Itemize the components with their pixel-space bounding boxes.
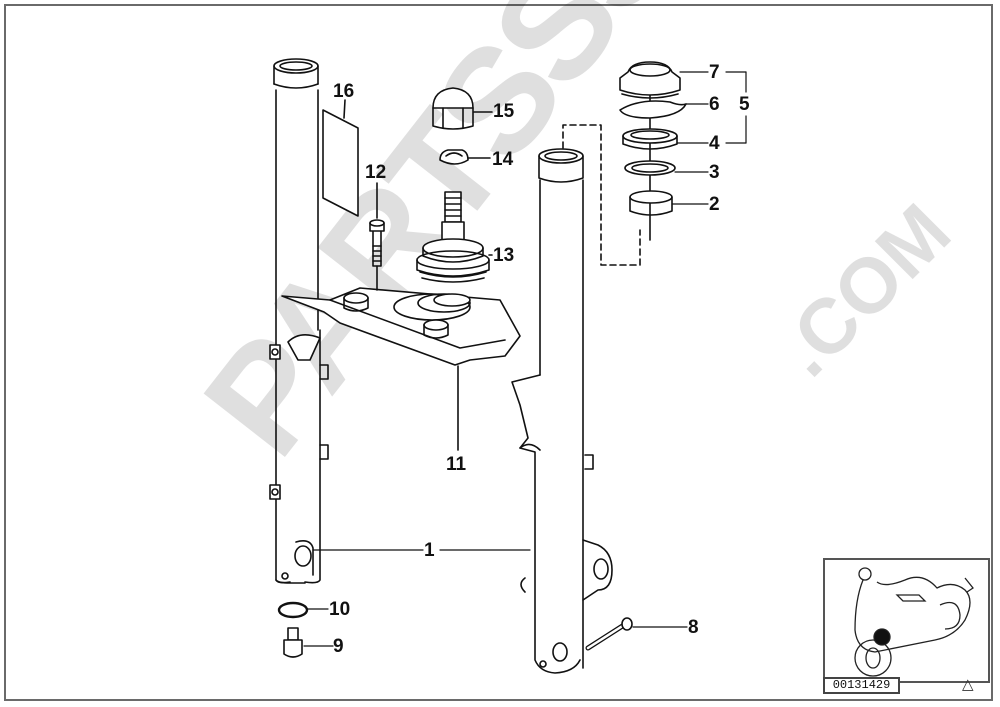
callout-2: 2 — [709, 194, 720, 215]
callout-14: 14 — [492, 149, 514, 170]
callout-12: 12 — [365, 162, 387, 183]
warning-triangle-icon: △ — [962, 676, 974, 693]
motorcycle-thumbnail-icon — [854, 567, 974, 677]
part-9-plug — [283, 627, 303, 658]
right-fork-leg — [511, 148, 613, 674]
callout-11: 11 — [446, 454, 467, 475]
part-8-bolt — [585, 617, 633, 651]
part-11-fork-bridge — [281, 287, 521, 451]
part-13-ball-joint — [416, 191, 493, 283]
location-inset — [823, 558, 990, 683]
part-15-cap-nut — [432, 87, 493, 130]
part-10-o-ring — [277, 601, 309, 619]
left-fork-leg — [269, 58, 329, 584]
callout-4: 4 — [709, 133, 720, 154]
assembly-dashed-bracket — [562, 124, 641, 266]
callout-6: 6 — [709, 94, 720, 115]
part-16-sticker — [322, 109, 359, 217]
leader-lines — [303, 71, 747, 647]
callout-3: 3 — [709, 162, 720, 183]
callout-16: 16 — [333, 81, 355, 102]
callout-13: 13 — [493, 245, 515, 266]
callout-15: 15 — [493, 101, 515, 122]
part-12-bolt — [369, 182, 385, 291]
callout-7: 7 — [709, 62, 720, 83]
callout-8: 8 — [688, 617, 699, 638]
callout-9: 9 — [333, 636, 344, 657]
steering-bearing-stack — [619, 61, 687, 241]
callout-1: 1 — [424, 540, 435, 561]
callout-10: 10 — [329, 599, 351, 620]
diagram-code: 00131429 — [823, 677, 900, 694]
callout-5: 5 — [739, 94, 750, 115]
part-14-nut — [439, 149, 491, 165]
